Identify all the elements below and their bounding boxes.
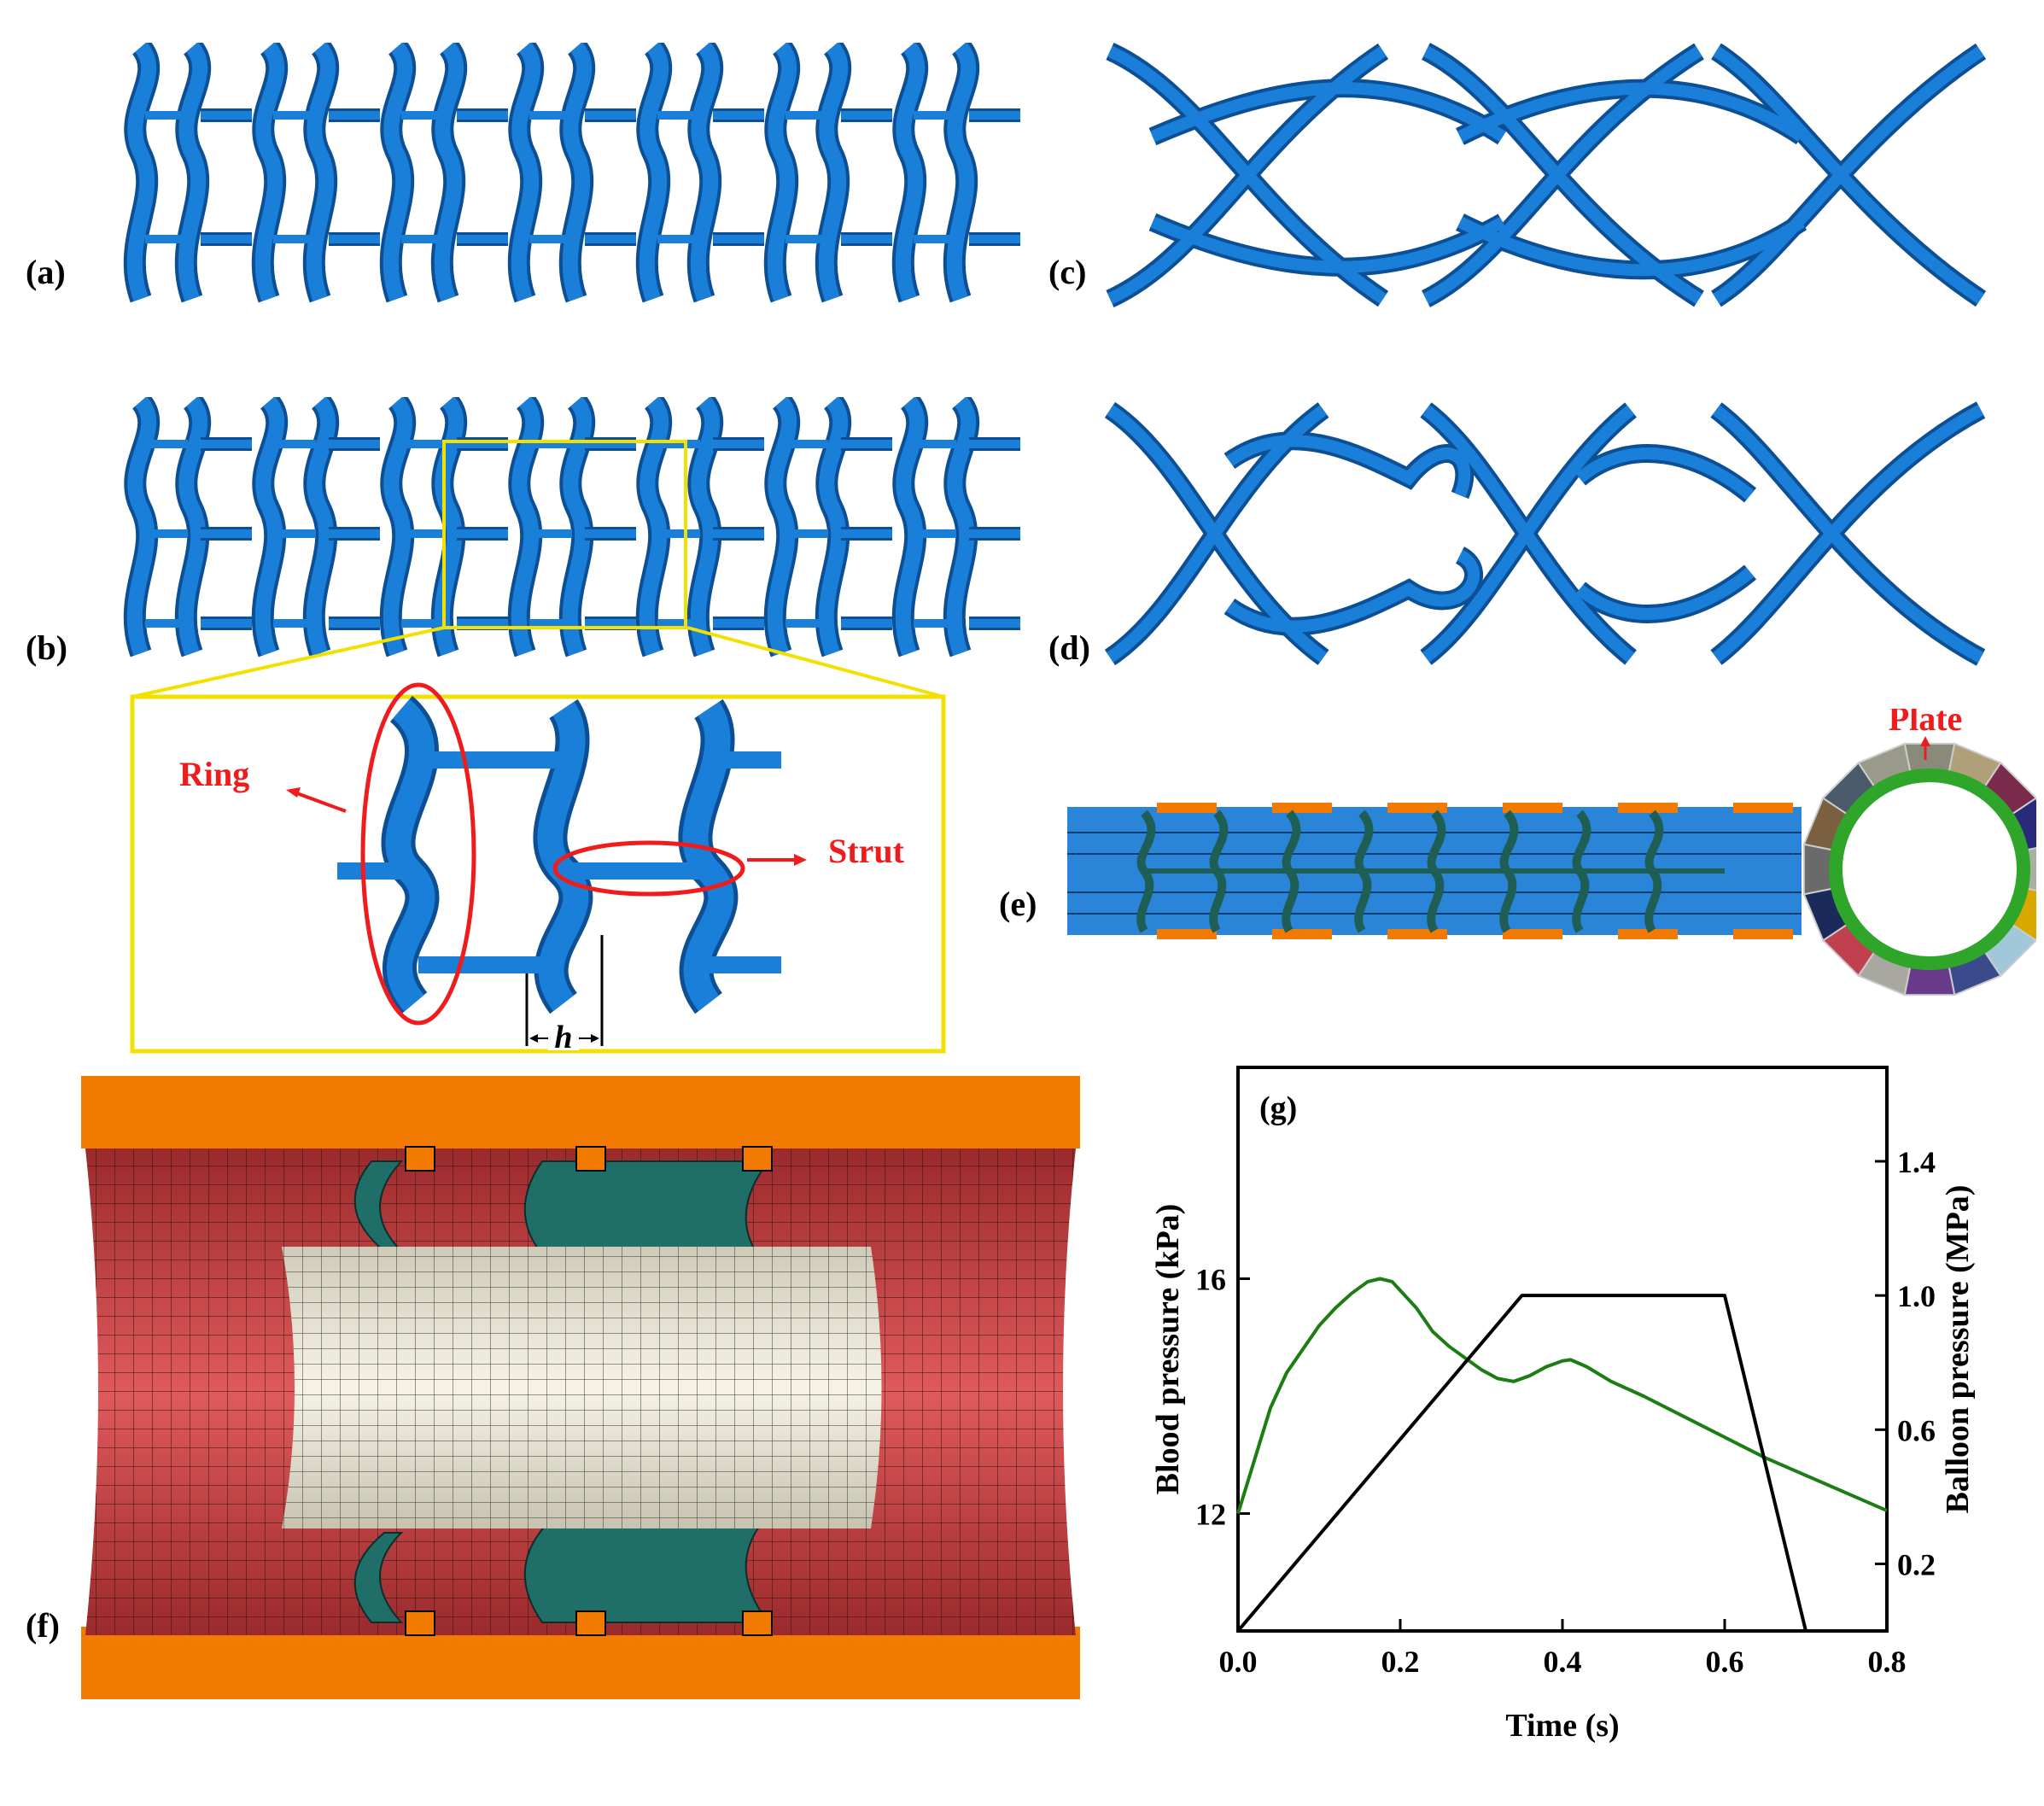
y-right-tick-label: 0.2 — [1897, 1547, 1936, 1581]
plate — [1387, 803, 1447, 813]
stent-ring — [763, 43, 852, 303]
plot-frame — [1236, 1066, 1889, 1633]
balloon-pressure-line — [1236, 1294, 1807, 1633]
fe-model-f — [81, 1076, 1080, 1699]
stent-ring — [251, 397, 340, 658]
zoom-detail: Ring Strut h — [130, 626, 946, 1055]
strut-label: Strut — [828, 832, 905, 870]
stent-ring — [763, 397, 852, 658]
cross-section — [1802, 742, 2036, 997]
x-tick-label: 0.6 — [1706, 1645, 1744, 1679]
plate — [1272, 929, 1332, 939]
plate — [1733, 929, 1793, 939]
plate — [1387, 929, 1447, 939]
stent-ring — [507, 397, 596, 658]
stent-ring — [891, 397, 980, 658]
stent-design-c — [1106, 43, 1987, 308]
ring-label: Ring — [179, 755, 249, 793]
balloon-pieces — [353, 1160, 771, 1623]
strut-ellipse — [552, 840, 745, 897]
stent-ring — [123, 43, 212, 303]
y-left-axis-title: Blood pressure (kPa) — [1150, 1204, 1186, 1495]
panel-label-a: (a) — [26, 253, 66, 291]
plate-label: Plate — [1889, 709, 1963, 738]
zoom-box — [442, 440, 687, 629]
panel-label-c: (c) — [1048, 253, 1087, 291]
stent-ring — [891, 43, 980, 303]
x-tick-label: 0.8 — [1868, 1645, 1907, 1679]
plate — [1272, 803, 1332, 813]
stent-ring — [507, 43, 596, 303]
stent-ring — [635, 43, 724, 303]
panel-label-b: (b) — [26, 628, 67, 667]
assembly-e: Plate — [1067, 709, 2036, 997]
y-right-tick-label: 0.6 — [1897, 1413, 1936, 1447]
plate — [1503, 803, 1562, 813]
plate-bottom — [81, 1627, 1080, 1699]
h-label: h — [554, 1020, 572, 1055]
pressure-chart: (g) 0.0 0.2 0.4 0.6 0.8 12 16 0.2 0.6 1.0 1.4 Ti… — [1150, 1066, 1976, 1744]
stent-design-b — [123, 397, 1020, 658]
x-axis-title: Time (s) — [1505, 1708, 1619, 1744]
stent-ring — [635, 397, 724, 658]
y-right-axis-title: Balloon pressure (MPa) — [1940, 1185, 1976, 1514]
y-right-tick-label: 1.4 — [1897, 1145, 1936, 1179]
y-left-tick-label: 16 — [1195, 1263, 1226, 1297]
stent-ring — [251, 43, 340, 303]
plate-top — [81, 1076, 1080, 1148]
y-right-tick-label: 1.0 — [1897, 1279, 1936, 1313]
blood-pressure-line — [1236, 1277, 1888, 1515]
chart-panel-label: (g) — [1259, 1090, 1297, 1126]
panel-label-d: (d) — [1048, 628, 1090, 667]
panel-label-e: (e) — [999, 885, 1037, 923]
x-tick-label: 0.4 — [1544, 1645, 1582, 1679]
y-left-tick-label: 12 — [1195, 1498, 1226, 1532]
x-tick-label: 0.2 — [1381, 1645, 1420, 1679]
stent-design-d — [1104, 401, 1986, 666]
stent-ring — [379, 43, 468, 303]
stent-ring — [123, 397, 212, 658]
x-tick-label: 0.0 — [1219, 1645, 1258, 1679]
ring-ellipse — [360, 682, 476, 1026]
plate — [1157, 803, 1217, 813]
plate — [1157, 929, 1217, 939]
plate — [1618, 929, 1678, 939]
plate — [1503, 929, 1562, 939]
panel-label-f: (f) — [26, 1606, 60, 1645]
plate — [1733, 803, 1793, 813]
plate — [1618, 803, 1678, 813]
stent-design-a — [123, 43, 1020, 303]
